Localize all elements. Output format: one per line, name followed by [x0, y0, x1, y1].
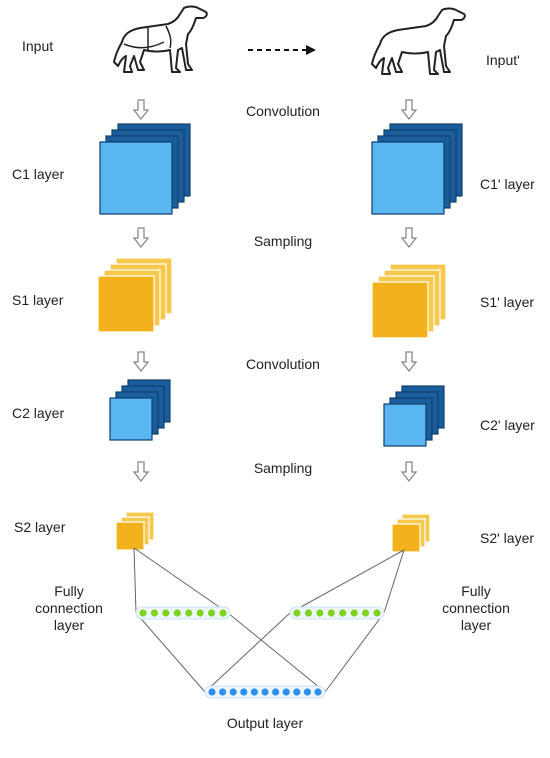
- output-node: [229, 688, 237, 696]
- hollow-arrow-down-icon: [132, 99, 150, 121]
- label-c2-prime-layer: C2' layer: [480, 417, 535, 433]
- fc-left-node: [219, 609, 227, 617]
- flow-arrows: [132, 99, 418, 483]
- input-dog-right-icon: [371, 7, 466, 75]
- output-node: [282, 688, 290, 696]
- fc-right-bar: [289, 606, 385, 620]
- stack-s1-right: [371, 263, 447, 339]
- hollow-arrow-down-icon: [132, 461, 150, 483]
- stack-c2-right: [383, 385, 445, 447]
- fc-right-node: [350, 609, 358, 617]
- fc-right-node: [304, 609, 313, 617]
- label-s2-prime-layer: S2' layer: [480, 530, 535, 546]
- connection-line: [227, 612, 326, 693]
- output-node: [303, 688, 311, 696]
- output-node: [272, 688, 280, 696]
- fc-left-node: [196, 609, 204, 617]
- fc-left-bar: [135, 606, 231, 620]
- fc-right-node: [361, 609, 370, 617]
- output-node: [314, 688, 322, 696]
- stack-c2-left: [109, 379, 171, 441]
- label-fully-connection-layer-right: Fully connection layer: [442, 583, 510, 633]
- output-node: [208, 688, 216, 696]
- hollow-arrow-down-icon: [400, 227, 418, 249]
- dashed-arrow-right-icon: [248, 45, 316, 55]
- label-sampling-2: Sampling: [253, 460, 313, 476]
- fc-right-node: [316, 609, 324, 617]
- fc-left-node: [150, 609, 159, 617]
- stack-c1-left: [99, 123, 191, 215]
- label-s2-layer: S2 layer: [14, 519, 66, 535]
- connection-line: [135, 612, 206, 693]
- feature-map-c1-right-0: [371, 141, 445, 215]
- connection-line: [204, 612, 291, 693]
- stack-s1-left: [97, 257, 173, 333]
- fc-left-node: [185, 609, 193, 617]
- hollow-arrow-down-icon: [132, 227, 150, 249]
- fc-right-node: [327, 609, 335, 617]
- label-output-layer: Output layer: [226, 715, 304, 731]
- output-node: [250, 688, 258, 696]
- connection-line: [324, 612, 385, 693]
- output-node: [293, 688, 301, 696]
- label-fully-connection-layer-left: Fully connection layer: [35, 583, 103, 633]
- bar-output: [204, 685, 326, 699]
- label-c2-layer: C2 layer: [12, 405, 65, 421]
- fc-left-node: [207, 609, 216, 617]
- feature-map-s1-right-0: [371, 281, 429, 339]
- label-c1-layer: C1 layer: [12, 166, 65, 182]
- hollow-arrow-down-icon: [400, 461, 418, 483]
- label-input-prime: Input': [486, 52, 520, 68]
- label-c1-prime-layer: C1' layer: [480, 176, 535, 192]
- stack-s2-right: [391, 513, 431, 553]
- label-s1-prime-layer: S1' layer: [480, 294, 535, 310]
- hollow-arrow-down-icon: [132, 351, 150, 373]
- label-input: Input: [22, 38, 54, 54]
- feature-map-s2-left-0: [115, 521, 145, 551]
- label-convolution-2: Convolution: [246, 356, 320, 372]
- connection-line: [133, 547, 229, 614]
- label-sampling-1: Sampling: [253, 233, 313, 249]
- feature-map-c2-right-0: [383, 403, 427, 447]
- bar-fc-left: [135, 606, 231, 620]
- stack-s2-left: [115, 511, 155, 551]
- stack-c1-right: [371, 123, 463, 215]
- connection-lines: [133, 547, 405, 693]
- feature-map-c2-left-0: [109, 397, 153, 441]
- hollow-arrow-down-icon: [400, 99, 418, 121]
- connection-line: [383, 549, 405, 614]
- fc-left-node: [173, 609, 181, 617]
- output-node: [261, 688, 269, 696]
- input-dog-left-icon: [113, 5, 208, 73]
- fc-right-node: [373, 609, 381, 617]
- feature-map-s2-right-0: [391, 523, 421, 553]
- bar-fc-right: [289, 606, 385, 620]
- feature-map-c1-left-0: [99, 141, 173, 215]
- label-convolution-1: Convolution: [246, 103, 320, 119]
- feature-map-stacks: [97, 123, 463, 553]
- fc-left-node: [162, 609, 170, 617]
- label-s1-layer: S1 layer: [12, 292, 64, 308]
- hollow-arrow-down-icon: [400, 351, 418, 373]
- fc-left-node: [139, 609, 147, 617]
- fc-and-output-bars: [135, 606, 385, 699]
- output-node: [240, 688, 248, 696]
- fc-right-node: [293, 609, 301, 617]
- output-node: [219, 688, 227, 696]
- connection-line: [289, 549, 405, 614]
- feature-map-s1-left-0: [97, 275, 155, 333]
- fc-right-node: [339, 609, 347, 617]
- connection-line: [133, 547, 137, 614]
